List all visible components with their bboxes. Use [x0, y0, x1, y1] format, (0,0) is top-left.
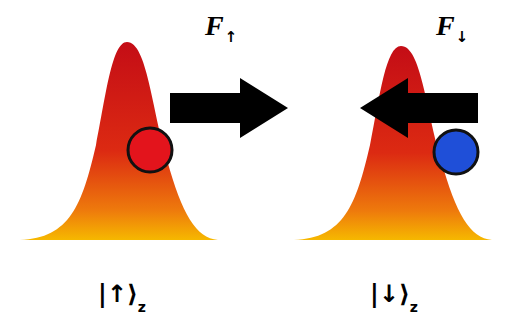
force-subscript: ↓	[456, 30, 469, 45]
state-subscript: z	[138, 300, 146, 314]
wave-packet	[294, 46, 492, 240]
force-label: F	[436, 12, 455, 40]
spin-down-particle	[434, 130, 478, 174]
state-subscript: z	[410, 300, 418, 314]
state-label: |↓⟩	[370, 282, 410, 306]
spin-up-particle	[128, 128, 172, 172]
state-label: |↑⟩	[98, 282, 138, 306]
wave-packet	[20, 42, 218, 240]
force-arrow	[360, 78, 478, 138]
force-label: F	[205, 12, 224, 40]
force-subscript: ↑	[225, 30, 238, 45]
force-arrow	[170, 78, 288, 138]
